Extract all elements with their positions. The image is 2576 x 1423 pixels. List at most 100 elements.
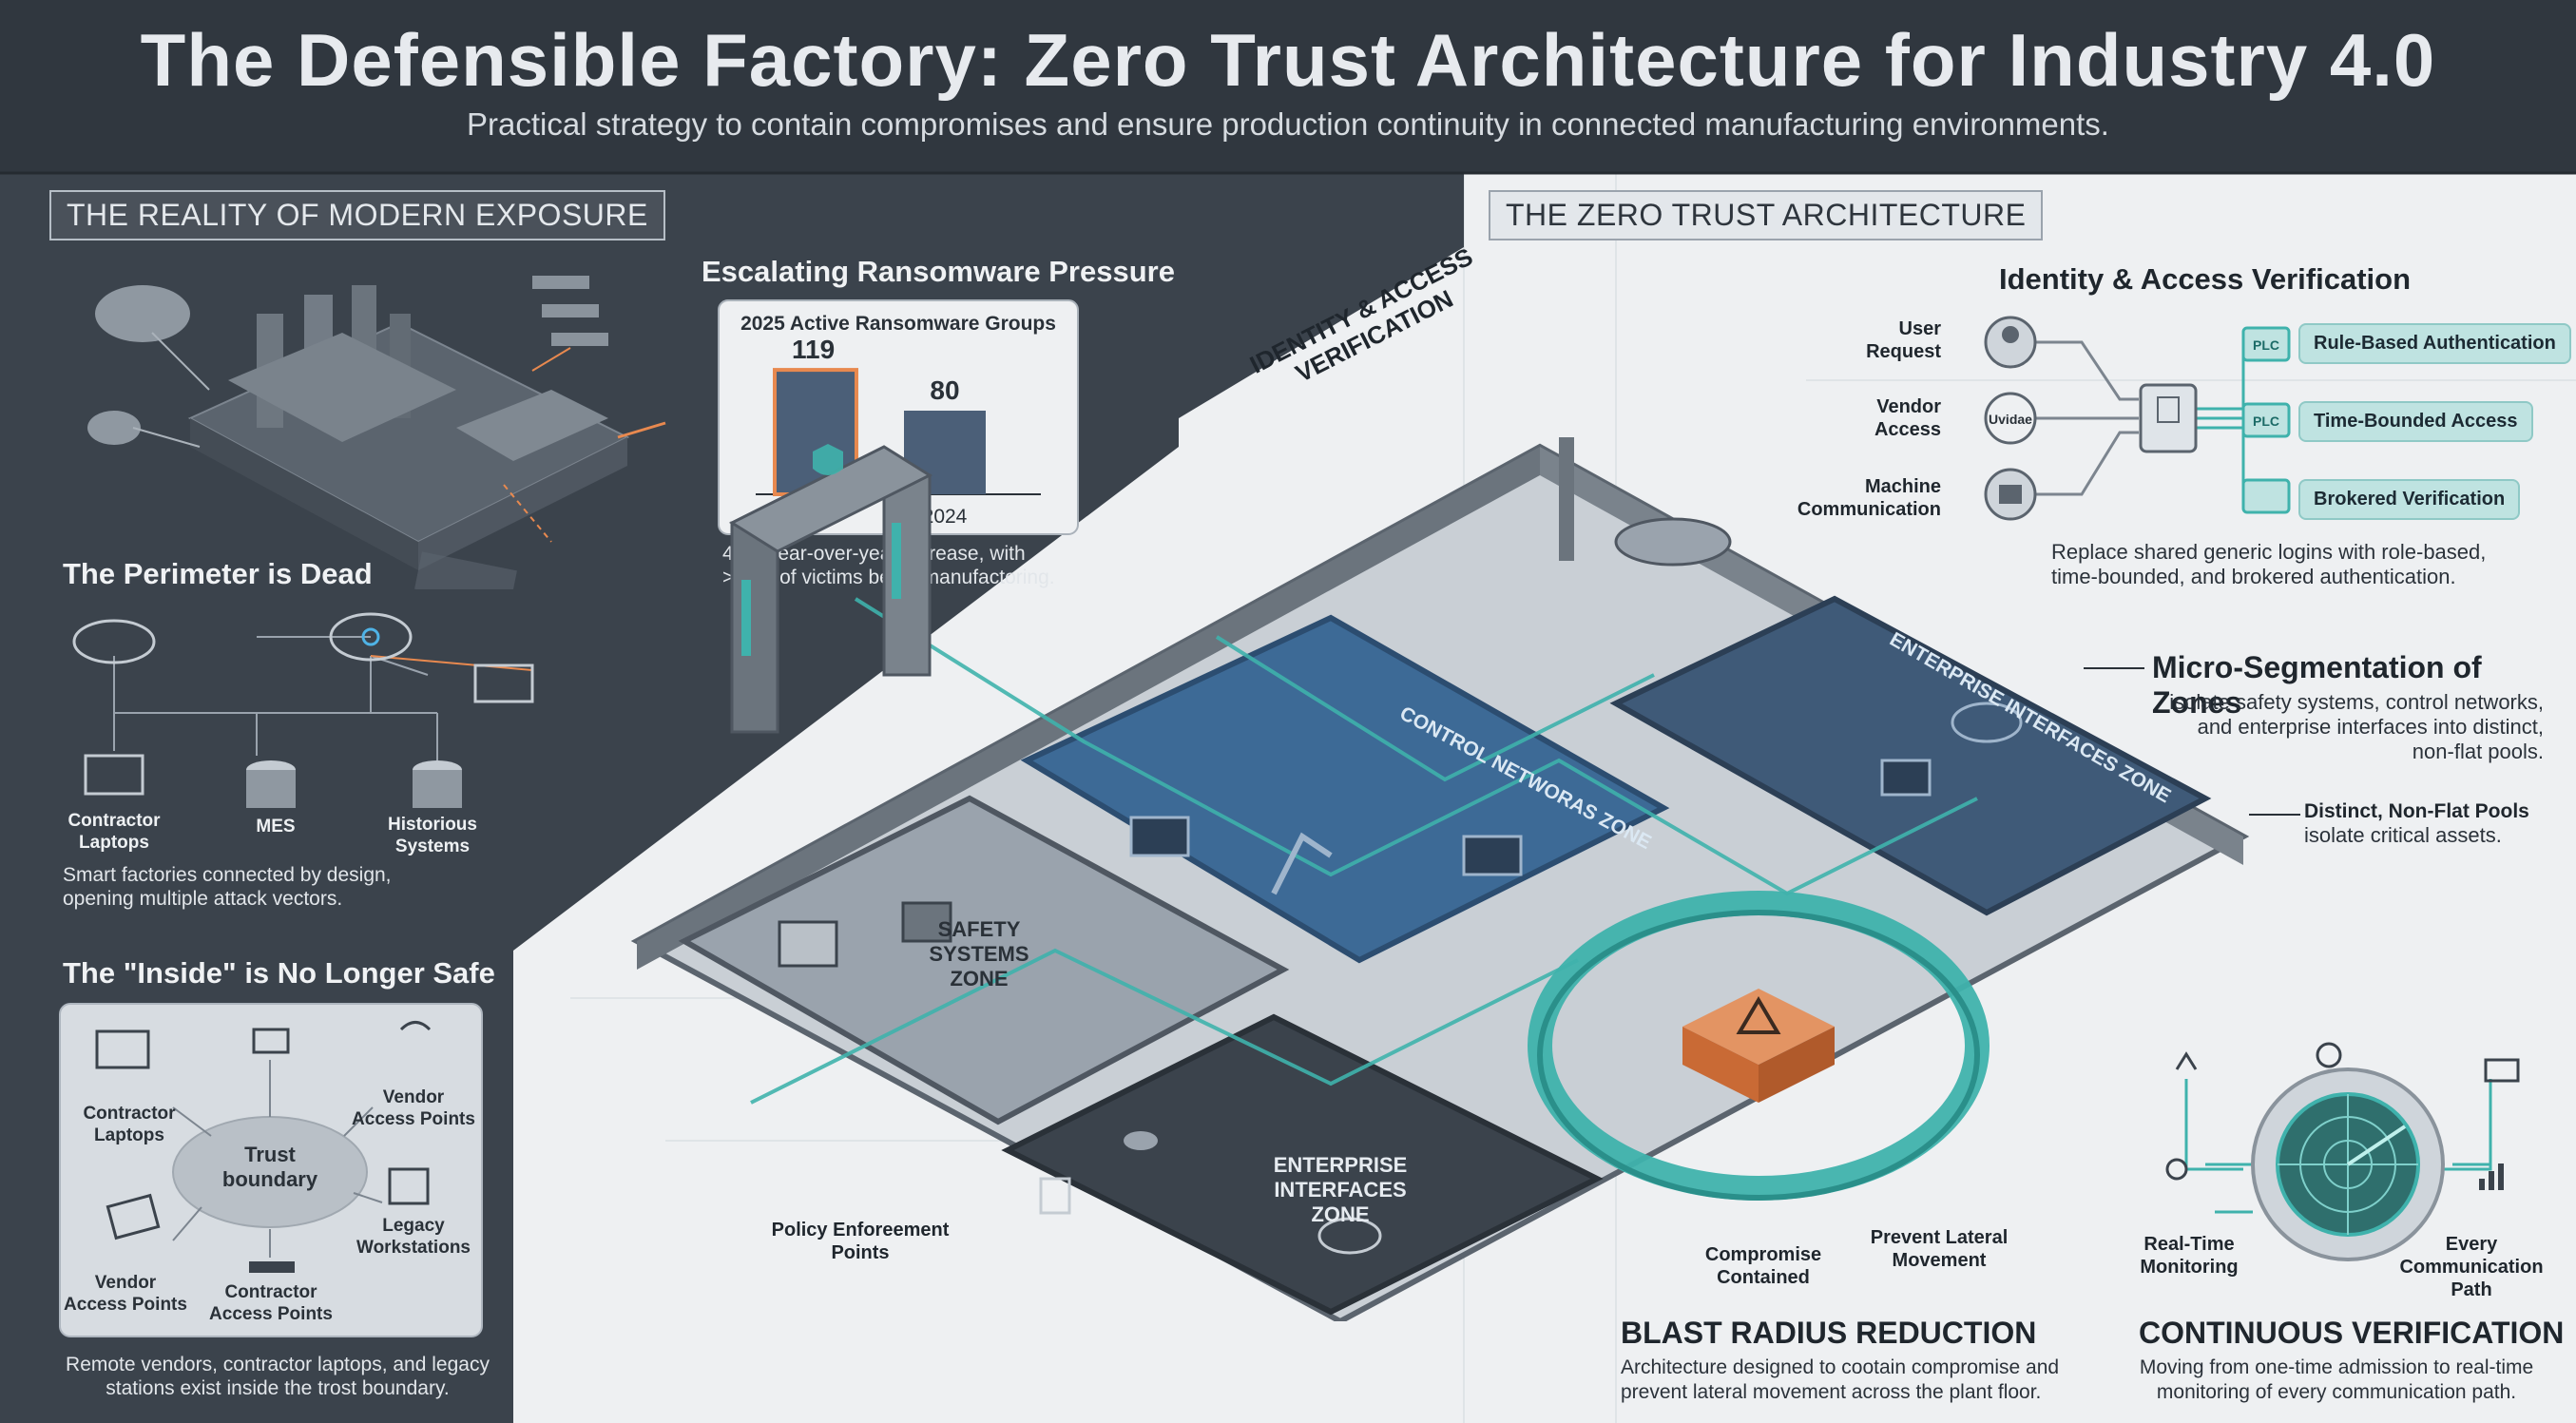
section-label-exposure: THE REALITY OF MODERN EXPOSURE — [49, 190, 665, 240]
identity-caption-line1: Replace shared generic logins with role-… — [2051, 540, 2487, 564]
radar-graphic — [2165, 1042, 2520, 1261]
result-rule-based: Rule-Based Authentication — [2298, 323, 2571, 364]
monitor-icon — [778, 920, 838, 968]
server-icon — [2241, 478, 2291, 514]
perimeter-heading: The Perimeter is Dead — [63, 557, 373, 590]
access-point-device-icon — [249, 1261, 295, 1273]
inside-caption: Remote vendors, contractor laptops, and … — [59, 1353, 496, 1400]
pools-leader-line — [2249, 814, 2300, 816]
lock-device-icon — [2139, 383, 2198, 453]
plc-icon-label: PLC — [2253, 413, 2279, 429]
pipe-icon — [1559, 437, 1574, 561]
inside-heading: The "Inside" is No Longer Safe — [63, 956, 495, 990]
chart-title: 2025 Active Ransomware Groups — [740, 313, 1056, 335]
identity-flow-graphic: Uvidae PLC PLC — [1984, 316, 2291, 521]
every-path-label: Every Communication Path — [2399, 1234, 2544, 1300]
inside-node-contractor-laptops: Contractor Laptops — [83, 1104, 176, 1145]
realtime-label: Real-Time Monitoring — [2140, 1234, 2239, 1278]
inside-node-vendor-ap-top: Vendor Access Points — [352, 1087, 475, 1129]
bar-category-label: 2024 — [923, 506, 968, 528]
identity-source-vendor: Vendor Access — [1874, 396, 1941, 440]
bar-chart-icon — [2479, 1163, 2504, 1190]
perimeter-caption-line2: opening multiple attack vectors. — [63, 888, 343, 910]
inside-caption-line2: stations exist inside the trost boundary… — [106, 1377, 450, 1399]
blast-text-line1: Architecture designed to cootain comprom… — [1621, 1356, 2060, 1378]
antenna-icon — [2175, 1051, 2198, 1070]
result-brokered: Brokered Verification — [2298, 479, 2521, 520]
plc-icon — [2241, 326, 2291, 362]
microseg-text-line3: non-flat pools. — [2412, 740, 2544, 763]
perimeter-network-graphic — [72, 612, 534, 808]
section-label-zero-trust: THE ZERO TRUST ARCHITECTURE — [1489, 190, 2044, 240]
identity-caption-line2: time-bounded, and brokered authenticatio… — [2051, 565, 2456, 588]
laptop-icon — [1880, 759, 1932, 797]
safety-zone-label: SAFETY SYSTEMS ZONE — [929, 917, 1029, 990]
identity-caption: Replace shared generic logins with role-… — [2051, 540, 2486, 589]
enterprise-zone-bottom-label: ENTERPRISE INTERFACES ZONE — [1273, 1153, 1408, 1226]
ransomware-chart: 2025 Active Ransomware Groups 1192025802… — [718, 299, 1079, 535]
cloud-gear-icon — [329, 612, 413, 662]
perimeter-node-mes: MES — [256, 817, 296, 836]
continuous-heading: CONTINUOUS VERIFICATION — [2139, 1316, 2565, 1350]
continuous-text: Moving from one-time admission to real-t… — [2127, 1356, 2546, 1405]
perimeter-caption: Smart factories connected by design, ope… — [63, 863, 392, 911]
laptop-icon — [2484, 1058, 2520, 1083]
plc-icon — [2241, 402, 2291, 438]
pools-line1: Distinct, Non-Flat Pools — [2304, 800, 2529, 822]
perimeter-caption-line1: Smart factories connected by design, — [63, 864, 392, 886]
microseg-text-line2: and enterprise interfaces into distinct, — [2197, 715, 2544, 739]
blast-heading: BLAST RADIUS REDUCTION — [1621, 1316, 2037, 1350]
microseg-leader-line — [2084, 667, 2144, 669]
plc-icon-label: PLC — [2253, 337, 2279, 353]
laptop-icon — [84, 754, 144, 796]
enterprise-zone-top-shape — [1609, 595, 2212, 916]
router-icon — [252, 1028, 290, 1054]
page-subtitle: Practical strategy to contain compromise… — [467, 106, 2109, 142]
policy-points-label: Policy Enforeement Points — [771, 1220, 950, 1263]
tank-icon — [1614, 517, 1732, 567]
laptop-icon — [95, 1029, 150, 1069]
microseg-text: isolate safety systems, control networks… — [2091, 690, 2544, 764]
enterprise-zone-bottom-shape — [1001, 1013, 1604, 1316]
bar-value-label: 80 — [930, 375, 959, 405]
bar-value-label: 119 — [792, 335, 835, 364]
compass-icon — [2316, 1042, 2342, 1068]
workstation-icon — [388, 1167, 430, 1205]
microseg-text-line1: isolate safety systems, control networks… — [2169, 690, 2544, 714]
inside-caption-line1: Remote vendors, contractor laptops, and … — [66, 1354, 490, 1375]
vendor-badge — [1984, 392, 2037, 445]
pools-line2: isolate critical assets. — [2304, 823, 2502, 847]
microseg-heading: Micro-Segmentation of Zones — [2152, 650, 2482, 720]
continuous-text-line1: Moving from one-time admission to real-t… — [2139, 1356, 2534, 1378]
ransomware-caption-line1: 46% year-over-year increase, with — [722, 543, 1026, 565]
server-icon — [1462, 835, 1523, 876]
factory-illustration — [87, 276, 666, 589]
zero-trust-architecture-diagram — [630, 437, 2250, 1321]
blast-text-line2: prevent lateral movement across the plan… — [1621, 1381, 2042, 1403]
perimeter-node-contractor: Contractor Laptops — [67, 811, 161, 853]
inside-node-contractor-ap: Contractor Access Points — [209, 1282, 333, 1324]
identity-arch — [728, 444, 933, 734]
pools-text: Distinct, Non-Flat Pools isolate critica… — [2304, 800, 2529, 848]
robot-arm-icon — [1271, 832, 1333, 895]
safety-zone-shape — [678, 795, 1290, 1125]
access-point-icon — [399, 1021, 432, 1031]
laptop-icon — [473, 663, 534, 703]
perimeter-node-historious: Historious Systems — [388, 815, 477, 856]
lock-icon — [1039, 1177, 1071, 1215]
prevent-label: Prevent Lateral Movement — [1870, 1227, 2009, 1271]
ransomware-heading: Escalating Ransomware Pressure — [702, 255, 1175, 288]
continuous-text-line2: monitoring of every communication path. — [2156, 1381, 2517, 1403]
result-time-bounded: Time-Bounded Access — [2298, 401, 2533, 442]
blast-text: Architecture designed to cootain comprom… — [1621, 1356, 2059, 1405]
identity-source-user: User Request — [1866, 318, 1941, 362]
warning-icon — [1736, 996, 1781, 1034]
vendor-badge-text: Uvidae — [1989, 412, 2032, 427]
cloud-icon — [1317, 1217, 1382, 1255]
router-icon — [1124, 1131, 1158, 1150]
page-title: The Defensible Factory: Zero Trust Archi… — [140, 18, 2436, 102]
laptop-icon — [106, 1193, 161, 1240]
inside-node-vendor-ap-bottom: Vendor Access Points — [64, 1273, 187, 1315]
cloud-icon — [72, 619, 156, 664]
identity-source-machine: Machine Communication — [1797, 476, 1941, 520]
